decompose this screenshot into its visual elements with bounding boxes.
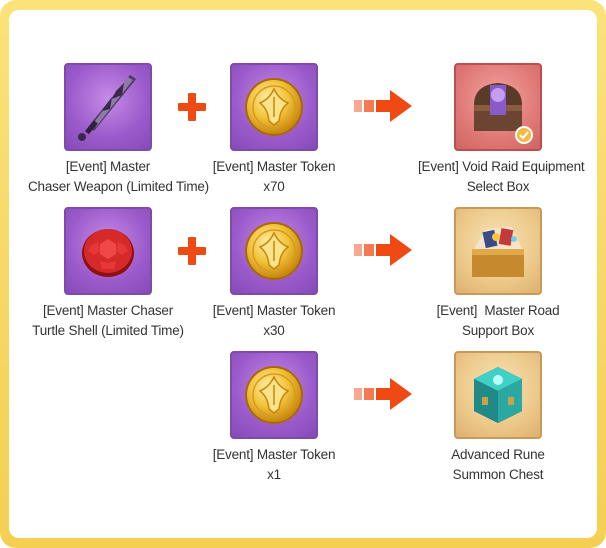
item-tile [64, 63, 152, 151]
master-token-icon [232, 353, 316, 437]
item-label: [Event] Void Raid Equipment Select Box [418, 159, 585, 194]
arrow-right-icon [354, 86, 414, 126]
item-label: [Event] Master Chaser Weapon (Limited Ti… [28, 159, 209, 194]
item-label: Advanced Rune Summon Chest [451, 447, 545, 482]
result-rune-chest[interactable]: Advanced Rune Summon Chest [418, 351, 578, 485]
master-token-icon [232, 65, 316, 149]
ingredient-chaser-weapon[interactable]: [Event] Master Chaser Weapon (Limited Ti… [28, 63, 209, 197]
item-tile [454, 351, 542, 439]
ingredient-master-token[interactable]: [Event] Master Token x70 [194, 63, 354, 197]
item-tile [230, 351, 318, 439]
master-road-box-icon [472, 227, 524, 277]
ingredient-turtle-shell[interactable]: [Event] Master Chaser Turtle Shell (Limi… [28, 207, 188, 341]
item-tile [454, 207, 542, 295]
chaser-weapon-icon [78, 75, 136, 141]
item-tile [230, 63, 318, 151]
rune-chest-icon [474, 367, 522, 423]
item-tile [64, 207, 152, 295]
item-label: [Event] Master Token x70 [212, 159, 336, 194]
item-label: [Event] Master Token x30 [212, 303, 336, 338]
item-label: [Event] Master Road Support Box [436, 303, 560, 338]
item-tile [454, 63, 542, 151]
ingredient-master-token[interactable]: [Event] Master Token x1 [194, 351, 354, 485]
item-tile [230, 207, 318, 295]
item-label: [Event] Master Token x1 [212, 447, 336, 482]
arrow-right-icon [354, 230, 414, 270]
master-token-icon [232, 209, 316, 293]
arrow-right-icon [354, 374, 414, 414]
turtle-shell-icon [82, 229, 134, 277]
result-master-road-box[interactable]: [Event] Master Road Support Box [418, 207, 578, 341]
result-void-raid-box[interactable]: [Event] Void Raid Equipment Select Box [418, 63, 585, 197]
item-label: [Event] Master Chaser Turtle Shell (Limi… [32, 303, 184, 338]
ingredient-master-token[interactable]: [Event] Master Token x30 [194, 207, 354, 341]
void-raid-chest-icon [474, 83, 533, 144]
